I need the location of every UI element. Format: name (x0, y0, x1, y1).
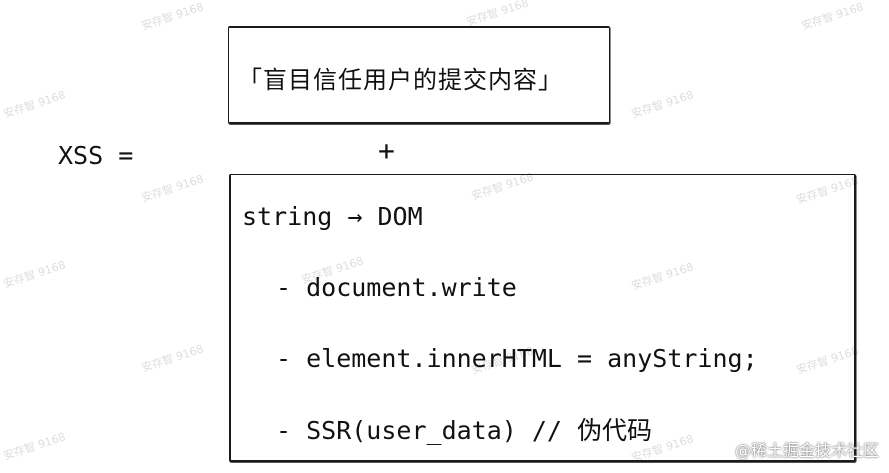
watermark: 安存智 9168 (1, 88, 68, 121)
list-item-row: - SSR(user_data) // 伪代码 (276, 418, 652, 443)
bottom-box (229, 174, 856, 462)
watermark: 安存智 9168 (1, 430, 68, 463)
watermark: 安存智 9168 (629, 88, 696, 121)
list-item: - SSR(user_data) // (276, 416, 562, 445)
pseudo-code-label: 伪代码 (577, 416, 653, 445)
top-box-text: 「盲目信任用户的提交内容」 (238, 66, 563, 94)
list-item: - element.innerHTML = anyString; (276, 344, 758, 373)
formula-left-label: XSS = (58, 141, 134, 170)
watermark: 安存智 9168 (799, 0, 866, 33)
plus-sign: + (378, 134, 395, 167)
watermark: 安存智 9168 (139, 172, 206, 205)
watermark: 安存智 9168 (139, 0, 206, 33)
watermark: 安存智 9168 (1, 258, 68, 291)
list-item: - document.write (276, 273, 517, 302)
bottom-box-heading: string → DOM (242, 202, 423, 231)
credit-watermark: @稀土掘金技术社区 (734, 441, 879, 460)
watermark: 安存智 9168 (139, 342, 206, 375)
top-box (228, 26, 610, 124)
